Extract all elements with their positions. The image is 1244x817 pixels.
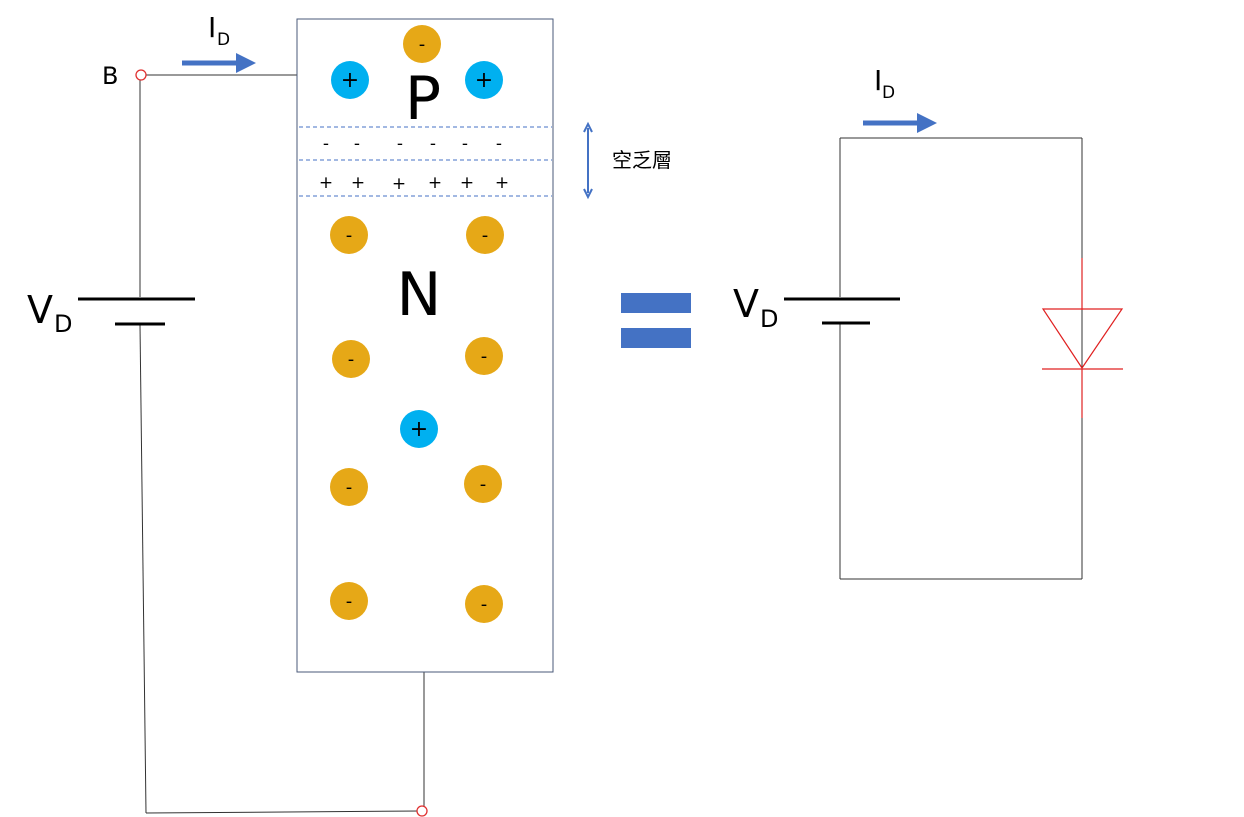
- depletion-negative-charges: - - - - - -: [323, 134, 502, 154]
- svg-text:-: -: [419, 34, 426, 55]
- depletion-width-arrow: [583, 121, 593, 200]
- depletion-minus: -: [462, 134, 468, 154]
- pn-junction-block: [296, 18, 554, 673]
- voltage-sub-left: D: [54, 310, 72, 338]
- svg-text:-: -: [481, 346, 488, 367]
- depletion-layer-label: 空乏層: [612, 148, 672, 172]
- svg-text:+: +: [475, 68, 493, 93]
- electron-carrier: -: [332, 340, 370, 378]
- hole-carrier: +: [400, 410, 438, 448]
- depletion-minus: -: [323, 134, 329, 154]
- depletion-plus: +: [428, 173, 442, 193]
- current-label-right: I: [874, 64, 882, 97]
- svg-text:-: -: [481, 594, 488, 615]
- svg-text:-: -: [346, 225, 353, 246]
- svg-text:+: +: [341, 68, 359, 93]
- depletion-plus: +: [495, 173, 509, 193]
- battery-symbol-left: [78, 297, 195, 326]
- depletion-plus: +: [351, 173, 365, 193]
- svg-text:+: +: [410, 417, 428, 442]
- diode-icon: [1041, 258, 1124, 418]
- left-circuit-wires: [139, 74, 425, 814]
- depletion-minus: -: [496, 134, 502, 154]
- equals-sign: [621, 293, 691, 348]
- depletion-minus: -: [397, 134, 403, 154]
- electron-carrier: -: [330, 582, 368, 620]
- electron-carrier: -: [465, 585, 503, 623]
- current-label-left: I: [208, 11, 216, 44]
- voltage-label-right: V: [733, 282, 759, 326]
- depletion-minus: -: [430, 134, 436, 154]
- terminal-bottom: [416, 805, 428, 817]
- electron-carrier: -: [330, 216, 368, 254]
- depletion-plus: +: [319, 173, 333, 193]
- svg-text:-: -: [348, 349, 355, 370]
- depletion-boundaries: [299, 126, 552, 197]
- depletion-plus: +: [460, 173, 474, 193]
- current-sub-right: D: [882, 83, 895, 103]
- electron-carrier: -: [466, 216, 504, 254]
- hole-carrier: +: [331, 61, 369, 99]
- svg-text:-: -: [346, 477, 353, 498]
- current-sub-left: D: [217, 30, 230, 50]
- electron-carrier: -: [330, 468, 368, 506]
- hole-carrier: +: [465, 61, 503, 99]
- battery-symbol-right: [784, 297, 900, 325]
- p-region-label: P: [405, 64, 441, 134]
- electron-carrier: -: [464, 465, 502, 503]
- voltage-label-left: V: [27, 288, 53, 332]
- voltage-sub-right: D: [760, 305, 778, 333]
- right-circuit-wires: [839, 137, 1083, 580]
- terminal-b: [135, 69, 147, 81]
- electron-carrier: -: [403, 25, 441, 63]
- n-region-label: N: [397, 260, 442, 330]
- svg-text:-: -: [482, 225, 489, 246]
- depletion-positive-charges: + + + + + +: [319, 173, 509, 194]
- depletion-minus: -: [354, 134, 360, 154]
- svg-text:-: -: [346, 591, 353, 612]
- depletion-plus: +: [392, 174, 406, 194]
- svg-text:-: -: [480, 474, 487, 495]
- electron-carrier: -: [465, 337, 503, 375]
- node-b-label: B: [102, 62, 118, 90]
